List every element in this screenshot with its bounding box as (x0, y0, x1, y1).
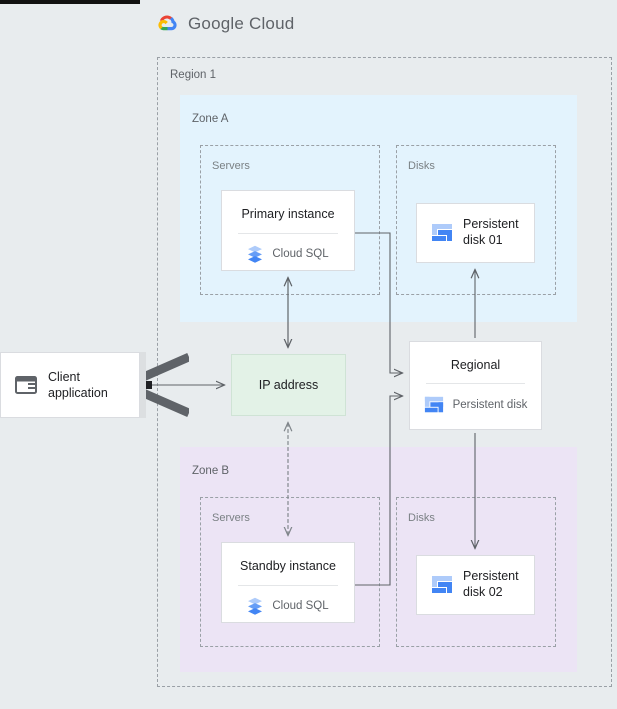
persistent-disk-01-line1: Persistent (463, 217, 519, 232)
primary-instance-title: Primary instance (241, 207, 335, 221)
primary-instance-card[interactable]: Primary instance Cloud SQL (221, 190, 355, 271)
regional-disk-card[interactable]: Regional Persistent disk (409, 341, 542, 430)
standby-instance-title: Standby instance (240, 559, 336, 573)
persistent-disk-icon (431, 222, 453, 244)
brand-name-cloud: Cloud (248, 14, 295, 33)
standby-instance-product-label: Cloud SQL (272, 599, 329, 612)
servers-group-zone-a-label: Servers (212, 160, 250, 172)
servers-group-zone-a (200, 145, 380, 295)
client-application-label: Client application (48, 369, 108, 402)
zone-a-label: Zone A (192, 113, 229, 125)
cloud-sql-icon (247, 597, 263, 615)
disks-group-zone-a-label: Disks (408, 160, 435, 172)
standby-instance-product: Cloud SQL (222, 597, 354, 615)
cloud-sql-icon (247, 245, 263, 263)
primary-instance-product-label: Cloud SQL (272, 247, 329, 260)
ip-address-label: IP address (258, 378, 319, 392)
regional-disk-product-label: Persistent disk (452, 399, 528, 411)
regional-disk-divider (426, 383, 525, 384)
disks-group-zone-a (396, 145, 556, 295)
persistent-disk-icon (431, 574, 453, 596)
disks-group-zone-b-label: Disks (408, 512, 435, 524)
client-application-node[interactable]: Client application (0, 352, 140, 418)
regional-disk-product: Persistent disk (410, 395, 541, 415)
zone-b-label: Zone B (192, 465, 230, 477)
google-cloud-logo: Google Cloud (156, 14, 294, 34)
brand-name: Google Cloud (188, 14, 294, 34)
primary-instance-product: Cloud SQL (222, 245, 354, 263)
regional-disk-title: Regional (450, 358, 501, 372)
google-cloud-logo-icon (156, 14, 180, 34)
ip-address-node[interactable]: IP address (231, 354, 346, 416)
persistent-disk-02-line2: disk 02 (463, 585, 503, 599)
browser-window-icon (15, 376, 37, 394)
standby-instance-card[interactable]: Standby instance Cloud SQL (221, 542, 355, 623)
region-label: Region 1 (170, 69, 217, 81)
top-accent-bar (0, 0, 140, 4)
standby-instance-divider (238, 585, 338, 586)
client-application-line1: Client (48, 369, 80, 384)
persistent-disk-icon (424, 395, 444, 415)
persistent-disk-02-line1: Persistent (463, 569, 519, 584)
persistent-disk-01-line2: disk 01 (463, 233, 503, 247)
servers-group-zone-b-label: Servers (212, 512, 250, 524)
primary-instance-divider (238, 233, 338, 234)
client-application-line2: application (48, 386, 108, 400)
brand-name-google: Google (188, 14, 245, 33)
